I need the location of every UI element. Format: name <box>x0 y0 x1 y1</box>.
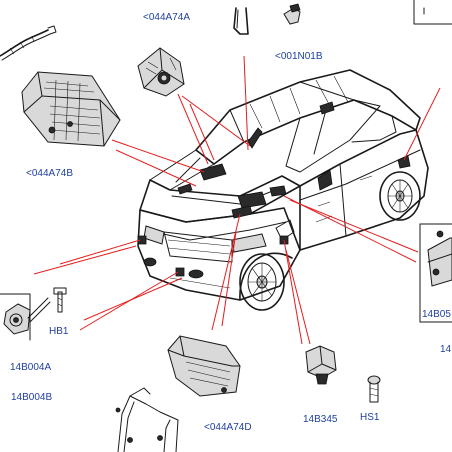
right-module <box>419 223 452 323</box>
label-14b05: 14B05 <box>422 309 451 320</box>
label-044a74d: <044A74D <box>204 422 252 433</box>
bolt-hb1 <box>53 287 67 313</box>
label-14b004b: 14B004B <box>11 392 52 403</box>
label-001n01b: <001N01B <box>275 51 323 62</box>
airbag-module-top <box>137 47 185 97</box>
pillar-trim-part <box>233 7 249 35</box>
bracket-14b345 <box>305 345 337 385</box>
vehicle-components <box>137 101 411 277</box>
airbag-module-bottom <box>167 335 241 397</box>
roof-sensor <box>283 3 301 25</box>
label-044a74b: <044A74B <box>26 168 73 179</box>
label-hb1: HB1 <box>49 326 69 337</box>
airbag-module-left <box>21 71 121 147</box>
label-14b345: 14B345 <box>303 414 338 425</box>
label-044a74a: <044A74A <box>143 12 190 23</box>
corner-frame <box>413 0 452 25</box>
vehicle-body <box>137 69 429 311</box>
label-14-edge: 14 <box>440 344 452 355</box>
leader-lines <box>33 55 441 345</box>
label-14b004a: 14B004A <box>10 362 51 373</box>
harness-bottom-left <box>115 387 179 452</box>
harness-top-left <box>0 25 57 61</box>
actuator-assembly <box>0 293 51 341</box>
label-hs1: HS1 <box>360 412 380 423</box>
screw-hs1 <box>367 375 381 403</box>
